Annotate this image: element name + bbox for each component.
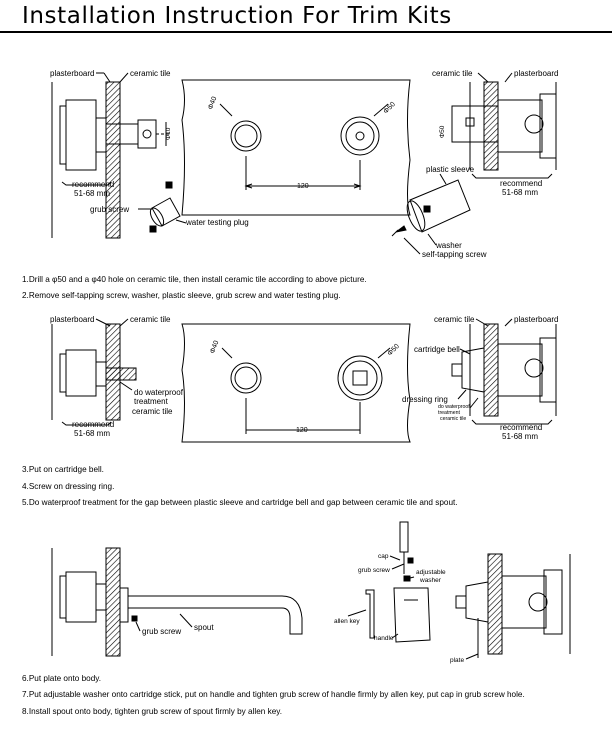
label-water-testing-plug: water testing plug (185, 218, 249, 227)
step-4: 4.Screw on dressing ring. (22, 482, 115, 491)
label-diameter-50: Φ50 (439, 125, 446, 138)
label-plasterboard-2: plasterboard (50, 315, 94, 324)
label-cap: cap (378, 553, 389, 560)
label-recommend: recommend (72, 180, 114, 189)
label-hole-50-2: Φ50 (386, 343, 400, 357)
left-wall-diagram (51, 81, 170, 239)
label-range-2: 51-68 mm (74, 429, 110, 438)
water-testing-plug-icon (149, 181, 181, 233)
label-plasterboard: plasterboard (50, 69, 94, 78)
page-title: Installation Instruction For Trim Kits (22, 3, 452, 29)
label-diameter-10: Φ10 (165, 127, 172, 140)
handle-exploded-diagram (365, 521, 431, 643)
label-allen-key: allen key (334, 618, 360, 625)
plastic-sleeve-icon (391, 179, 471, 237)
label-plastic-sleeve: plastic sleeve (426, 165, 475, 174)
label-treatment: treatment (134, 397, 169, 406)
step-1: 1.Drill a φ50 and a φ40 hole on ceramic … (22, 275, 367, 284)
left-wall-diagram-2 (51, 323, 137, 426)
plate-diagram-2 (181, 323, 411, 443)
label-ceramic-tile-3: ceramic tile (132, 407, 173, 416)
right-wall-diagram (451, 81, 557, 179)
step-2: 2.Remove self-tapping screw, washer, pla… (22, 291, 341, 300)
label-spacing-120-2: 120 (296, 427, 308, 434)
label-plasterboard-right: plasterboard (514, 69, 558, 78)
title-rule (0, 31, 612, 33)
label-handle: handle (374, 635, 394, 642)
label-range: 51-68 mm (74, 189, 110, 198)
label-range-right-2: 51-68 mm (502, 432, 538, 441)
label-do-waterproof: do waterproof (134, 388, 184, 397)
label-washer-3: washer (419, 577, 442, 584)
figure-section-3: grub screw spout cap grub screw adjustab… (51, 521, 571, 664)
step-5: 5.Do waterproof treatment for the gap be… (22, 498, 458, 507)
label-treatment-right: treatment (438, 410, 460, 416)
label-self-tapping-screw: self-tapping screw (422, 250, 487, 259)
label-spout: spout (194, 623, 214, 632)
label-hole-40: Φ40 (207, 96, 218, 111)
label-grub-screw: grub screw (90, 205, 129, 214)
label-plate: plate (450, 657, 464, 664)
label-washer: washer (435, 241, 462, 250)
step-7: 7.Put adjustable washer onto cartridge s… (22, 690, 525, 699)
step-8: 8.Install spout onto body, tighten grub … (22, 707, 283, 716)
step-3: 3.Put on cartridge bell. (22, 465, 104, 474)
label-ceramic-tile-2: ceramic tile (130, 315, 171, 324)
label-do-waterproof-right: do waterproof (438, 404, 470, 410)
figure-section-1: plasterboard ceramic tile Φ10 recommend … (50, 69, 558, 259)
label-ceramic-tile: ceramic tile (130, 69, 171, 78)
label-ceramic-tile-right-2: ceramic tile (434, 315, 475, 324)
figure-section-2: plasterboard ceramic tile do waterproof … (50, 315, 558, 443)
label-range-right: 51-68 mm (502, 188, 538, 197)
right-body-diagram-3 (455, 553, 571, 658)
label-plasterboard-right-2: plasterboard (514, 315, 558, 324)
spout-icon (127, 595, 303, 635)
label-adjustable: adjustable (416, 569, 446, 576)
plate-diagram (181, 79, 411, 216)
label-cartridge-bell: cartridge bell (414, 345, 460, 354)
right-wall-diagram-2 (451, 323, 557, 425)
label-grub-screw-3: grub screw (142, 627, 181, 636)
label-recommend-2: recommend (72, 420, 114, 429)
label-recommend-right-2: recommend (500, 423, 542, 432)
label-ceramic-tile-right-3: ceramic tile (440, 416, 466, 422)
label-ceramic-tile-right: ceramic tile (432, 69, 473, 78)
step-6: 6.Put plate onto body. (22, 674, 102, 683)
label-spacing-120: 120 (297, 183, 309, 190)
label-hole-50: Φ50 (382, 101, 396, 115)
label-grub-screw-handle: grub screw (358, 567, 390, 574)
label-dressing-ring: dressing ring (402, 395, 448, 404)
label-recommend-right: recommend (500, 179, 542, 188)
left-wall-diagram-3 (51, 547, 138, 657)
label-hole-40-2: Φ40 (209, 340, 220, 355)
